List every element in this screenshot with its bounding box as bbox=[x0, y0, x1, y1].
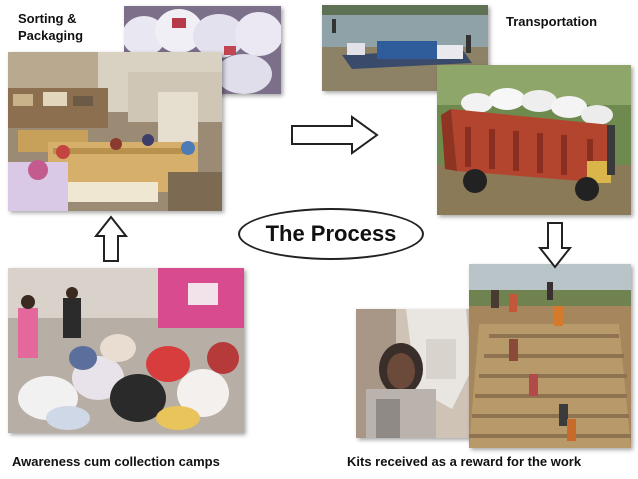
sorting-warehouse-photo bbox=[8, 52, 222, 211]
sorting-packaging-label: Sorting & Packaging bbox=[18, 10, 83, 44]
transportation-label: Transportation bbox=[506, 14, 598, 29]
carrying-sack-photo bbox=[356, 309, 472, 438]
sorting-label-line2: Packaging bbox=[18, 28, 84, 43]
up-arrow-icon bbox=[94, 215, 128, 263]
kits-reward-label: Kits received as a reward for the work bbox=[347, 454, 582, 469]
collection-camps-label: Awareness cum collection camps bbox=[12, 454, 220, 469]
sorting-label-line1: Sorting & bbox=[18, 11, 77, 26]
loaded-truck-photo bbox=[437, 65, 631, 215]
workers-site-photo bbox=[469, 264, 631, 448]
down-arrow-icon bbox=[538, 221, 572, 269]
collection-camp-photo bbox=[8, 268, 244, 433]
right-arrow-icon bbox=[290, 115, 380, 155]
process-oval: The Process bbox=[238, 208, 424, 260]
process-title: The Process bbox=[265, 221, 397, 246]
